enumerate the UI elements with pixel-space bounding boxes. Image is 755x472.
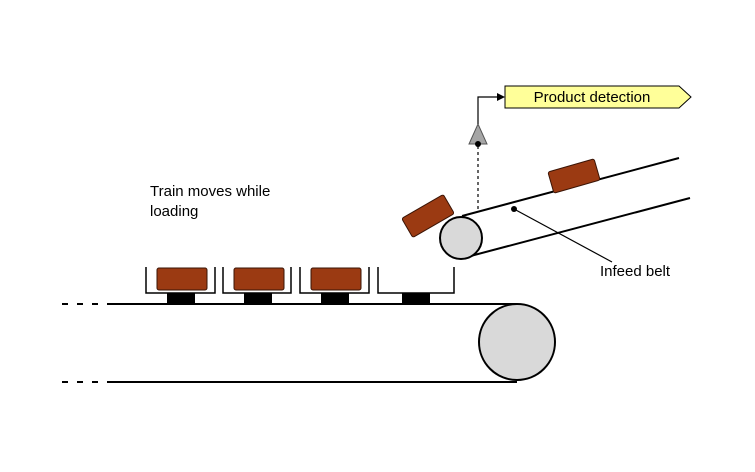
main-drive-pulley [478,303,556,381]
product-falling [401,194,455,238]
train-label-line1: Train moves while [150,183,270,200]
infeed-belt-leader [513,208,613,263]
product-box [310,267,362,291]
main-conveyor [62,303,556,383]
carriage-foot [244,293,272,303]
infeed-pulley [439,216,483,260]
train-label-line2: loading [150,203,198,220]
sensor-signal-line [477,96,498,124]
product-box [233,267,285,291]
infeed-belt-bottom [462,197,691,259]
infeed-conveyor [401,157,691,263]
arrow-callout-shape [504,85,692,109]
train-carriages [145,267,455,303]
carriage-foot [321,293,349,303]
product-box [156,267,208,291]
product-detection-label: Product detection [534,89,651,106]
product-on-belt [547,158,601,194]
product-detection-sensor: Product detection [468,85,692,210]
carriage-4-empty [377,267,455,303]
carriage-3 [299,267,370,303]
infeed-belt-label: Infeed belt [600,263,671,280]
carriage-2 [222,267,292,303]
carriage-bucket [377,267,455,294]
carriage-foot [167,293,195,303]
signal-arrowhead [497,93,505,101]
carriage-1 [145,267,216,303]
sensor-dot [475,141,481,147]
carriage-foot [402,293,430,303]
